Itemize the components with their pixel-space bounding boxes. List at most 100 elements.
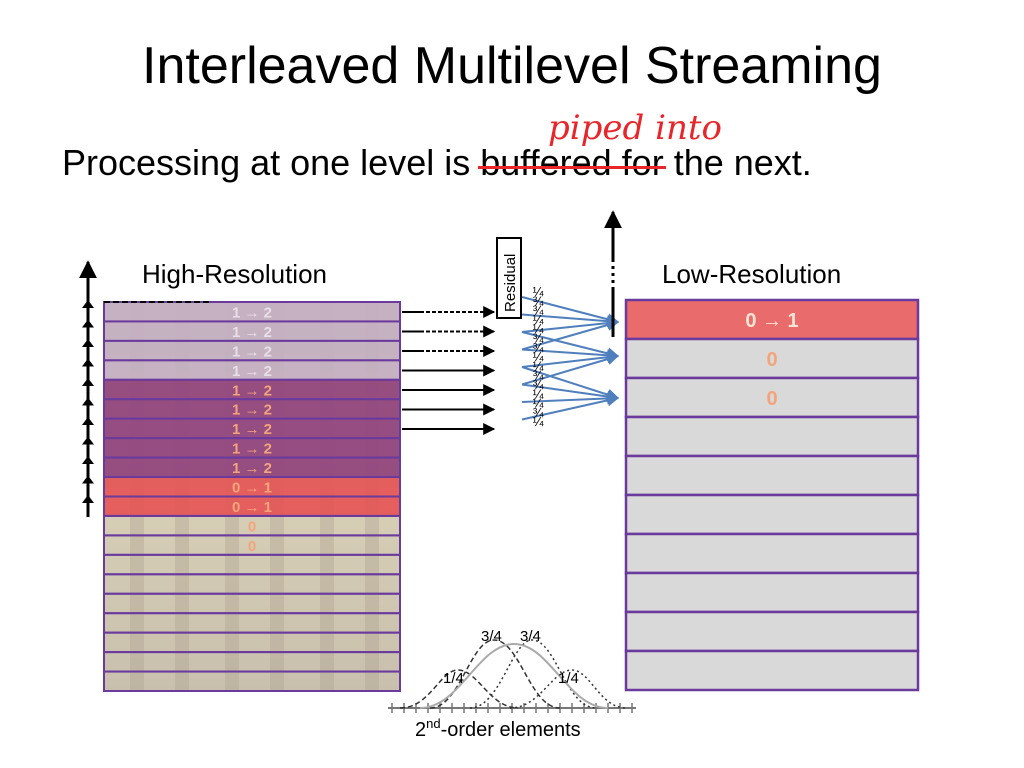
weight-label: ¾ bbox=[533, 331, 544, 346]
high-res-row bbox=[103, 651, 401, 673]
connector-line bbox=[521, 296, 620, 326]
slide-subtitle: Processing at one level is buffered for … bbox=[62, 142, 812, 184]
weight-label: ¾ bbox=[533, 303, 544, 318]
connector-line bbox=[521, 366, 620, 401]
weight-label: ¾ bbox=[533, 368, 544, 383]
high-res-row-label: 1 → 2 bbox=[232, 304, 272, 321]
connector-line bbox=[521, 313, 620, 328]
subtitle-suffix: the next. bbox=[663, 142, 812, 183]
high-res-row bbox=[103, 553, 401, 576]
low-res-row bbox=[624, 532, 920, 575]
low-res-row bbox=[624, 649, 920, 692]
low-res-row-label: 0 bbox=[766, 388, 777, 410]
low-res-label: Low-Resolution bbox=[662, 259, 842, 289]
low-res-row bbox=[624, 376, 920, 419]
connector-line bbox=[521, 351, 620, 368]
weight-labels: ¼¾¾¼¼¾¾¼¼¾¾¼¼¾¼ bbox=[533, 284, 544, 429]
weight-label: ¼ bbox=[533, 396, 544, 411]
weight-label: ¼ bbox=[533, 358, 544, 373]
high-res-row-label: 1 → 2 bbox=[232, 441, 272, 458]
low-res-rows: 0 → 1 0 0 bbox=[624, 298, 920, 692]
basis-caption: 2nd-order elements bbox=[415, 716, 581, 741]
handwritten-annotation: piped into bbox=[548, 108, 723, 148]
weight-label: ¼ bbox=[533, 349, 544, 364]
left-arrow-head bbox=[82, 475, 94, 484]
high-res-row-label: 0 bbox=[248, 538, 256, 555]
left-arrow-head bbox=[82, 456, 94, 464]
basis-caption-base: 2 bbox=[415, 719, 426, 741]
low-res-row bbox=[624, 571, 920, 614]
connector-line bbox=[521, 353, 620, 386]
high-res-row-label: 1 → 2 bbox=[232, 460, 272, 477]
connector-line bbox=[521, 383, 620, 403]
left-arrow-head bbox=[82, 378, 94, 386]
high-res-row-label: 1 → 2 bbox=[232, 402, 272, 419]
restriction-connectors bbox=[521, 296, 620, 421]
slide-title: Interleaved Multilevel Streaming bbox=[142, 37, 882, 95]
high-res-rows: 1 → 2 1 → 2 1 → 2 1 → 2 1 → 2 1 → 2 1 → 2 1 → 2… bbox=[103, 301, 401, 692]
basis-caption-rest: -order elements bbox=[441, 719, 581, 741]
left-arrow-head bbox=[82, 319, 94, 328]
left-arrow-head bbox=[82, 417, 94, 425]
weight-label: ¼ bbox=[533, 284, 544, 299]
basis-curve-4 bbox=[509, 669, 627, 709]
basis-peak-label-2: 3/4 bbox=[481, 628, 502, 645]
struck-text: buffered for bbox=[478, 142, 667, 183]
connector-line bbox=[521, 394, 620, 421]
low-res-row-label: 0 bbox=[766, 349, 777, 371]
weight-label: ¼ bbox=[533, 414, 544, 429]
high-res-label: High-Resolution bbox=[142, 259, 327, 289]
left-arrow-head bbox=[82, 358, 94, 367]
low-res-row bbox=[624, 415, 920, 458]
low-res-row bbox=[624, 493, 920, 536]
high-res-row bbox=[103, 573, 401, 595]
high-res-row-label: 1 → 2 bbox=[232, 421, 272, 438]
left-arrow-head bbox=[82, 436, 94, 445]
weight-label: ¼ bbox=[533, 386, 544, 401]
high-res-row bbox=[103, 612, 401, 634]
high-res-row-label: 1 → 2 bbox=[232, 324, 272, 341]
high-res-row-label: 1 → 2 bbox=[232, 363, 272, 380]
basis-caption-sup: nd bbox=[426, 716, 440, 731]
weight-label: ¼ bbox=[533, 312, 544, 327]
connector-line bbox=[521, 331, 620, 360]
left-scan-arrows bbox=[79, 260, 210, 517]
connector-line bbox=[521, 319, 620, 351]
weight-label: ¾ bbox=[533, 293, 544, 308]
row-transfer-arrows bbox=[402, 306, 496, 435]
low-res-row bbox=[624, 337, 920, 380]
left-arrow-head bbox=[82, 495, 94, 503]
high-res-row bbox=[103, 631, 401, 654]
residual-box bbox=[496, 237, 522, 319]
connector-line bbox=[521, 317, 620, 333]
basis-peak-label-1: 1/4 bbox=[443, 670, 464, 687]
connector-line bbox=[521, 392, 620, 405]
basis-curve-1 bbox=[399, 669, 519, 709]
high-res-row-label: 0 → 1 bbox=[232, 480, 272, 497]
basis-functions: 1/4 3/4 3/4 1/4 2nd-order elements bbox=[388, 628, 636, 741]
high-res-row bbox=[103, 670, 401, 692]
weight-label: ¾ bbox=[533, 377, 544, 392]
weight-label: ¼ bbox=[533, 321, 544, 336]
low-res-row bbox=[624, 610, 920, 653]
high-res-row-label: 0 bbox=[248, 518, 256, 535]
basis-peak-label-4: 1/4 bbox=[558, 670, 579, 687]
high-res-row bbox=[103, 592, 401, 615]
basis-curve-3 bbox=[469, 639, 597, 709]
high-res-row-label: 1 → 2 bbox=[232, 382, 272, 399]
residual-label: Residual bbox=[502, 254, 519, 312]
left-arrow-head bbox=[82, 397, 94, 406]
basis-peak-label-3: 3/4 bbox=[520, 628, 541, 645]
left-arrow-head bbox=[82, 300, 94, 308]
connector-line bbox=[521, 348, 620, 362]
subtitle-prefix: Processing at one level is bbox=[62, 142, 481, 183]
left-arrow-head bbox=[82, 339, 94, 347]
weight-label: ¾ bbox=[533, 340, 544, 355]
low-res-row bbox=[624, 454, 920, 497]
low-res-row-label: 0 → 1 bbox=[745, 310, 798, 332]
basis-envelope bbox=[419, 642, 609, 709]
low-res-row bbox=[624, 298, 920, 341]
high-res-row-label: 1 → 2 bbox=[232, 343, 272, 360]
high-res-row-label: 0 → 1 bbox=[232, 499, 272, 516]
